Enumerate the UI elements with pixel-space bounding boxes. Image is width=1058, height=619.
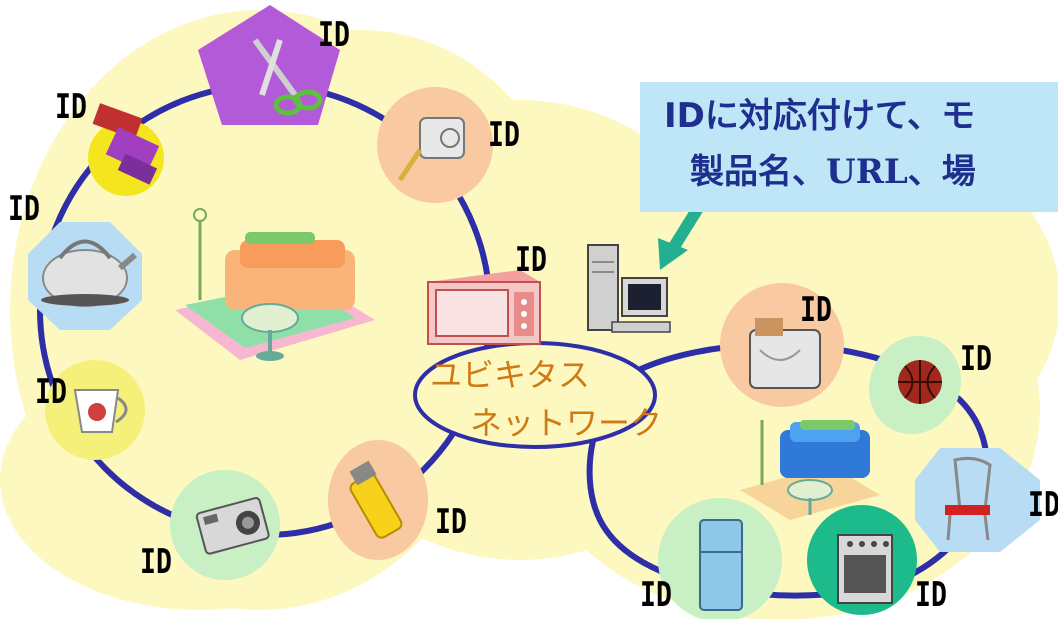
stove-item [807,505,917,615]
id-label-chair: ID [1028,485,1058,525]
callout-line-1: IDに対応付けて、モ [664,96,976,136]
id-label-scissors: ID [318,15,350,55]
microwave-item [427,270,541,345]
tape-measure-icon [397,117,465,182]
living-room-item [175,200,375,400]
fridge-item [658,498,782,619]
ball-icon [898,360,942,404]
camera-icon [195,497,270,555]
id-label-fridge: ID [640,575,672,615]
ball-item [869,335,961,435]
tape-measure-item [377,87,493,203]
callout-line-2: 製品名、URL、場 [690,152,976,192]
id-label-ball: ID [960,339,992,379]
callout-box: IDに対応付けて、モ 製品名、URL、場 [640,82,1058,212]
pitcher-icon [73,389,128,433]
network-label-line-2: ネットワーク [470,404,663,442]
id-label-microwave: ID [515,240,547,280]
network-label-line-1: ユビキタス [430,356,591,394]
living-room-2-item [740,420,880,520]
stove-icon [837,534,893,604]
id-label-lighter: ID [435,502,467,542]
id-label-cleaner: ID [55,87,87,127]
id-label-stove: ID [915,575,947,615]
computer-item [587,244,671,333]
camera-item [170,470,280,580]
toaster-icon [749,318,821,389]
toaster-item [720,283,844,407]
scissors-icon [252,38,323,116]
chair-icon [945,456,992,541]
lighter-item [328,440,428,560]
living-room-icon [175,208,375,361]
cleaner-icon [92,103,160,185]
callout-arrow [658,201,706,270]
computer-icon [587,244,671,333]
pitcher-item [45,360,145,460]
kettle-item [28,222,142,330]
id-label-kettle: ID [8,189,40,229]
cleaner-item [88,103,164,196]
id-label-toaster: ID [800,290,832,330]
id-label-camera: ID [140,542,172,582]
chair-item [915,448,1040,552]
kettle-icon [41,239,137,307]
chair-background [915,448,1040,552]
id-label-pitcher: ID [35,372,67,412]
microwave-icon [427,270,541,345]
scissors-item [198,5,340,125]
lighter-icon [349,460,403,539]
id-label-tape: ID [488,115,520,155]
living-room-2-icon [740,420,880,520]
fridge-icon [699,519,743,611]
